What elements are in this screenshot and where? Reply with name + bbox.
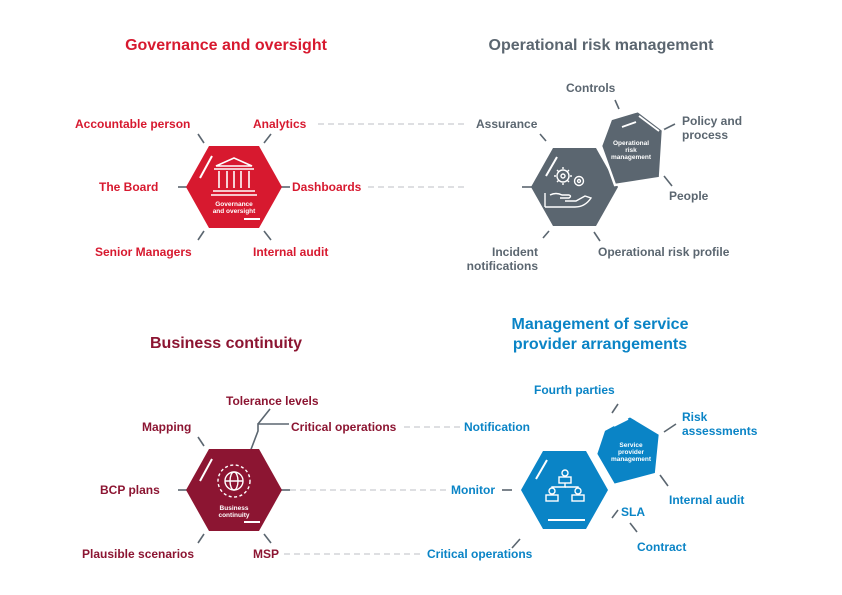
operational-hex-label: Operational risk management (610, 140, 652, 161)
label-operational-risk-profile: Operational risk profile (598, 245, 730, 259)
label-policy-process: Policy and process (682, 114, 743, 142)
label-critical-operations-sp: Critical operations (427, 547, 533, 561)
gears-hand-icon (544, 167, 593, 208)
label-analytics: Analytics (253, 117, 307, 131)
label-contract: Contract (637, 540, 687, 554)
governance-hexagon (178, 133, 290, 241)
label-internal-audit-gov: Internal audit (253, 245, 329, 259)
label-assurance: Assurance (476, 117, 538, 131)
continuity-title: Business continuity (149, 335, 303, 352)
label-controls: Controls (566, 81, 616, 95)
service-hexagons (502, 403, 677, 549)
label-people: People (669, 189, 709, 203)
bank-icon (211, 157, 257, 196)
label-incident-notifications: Incident notifications (466, 245, 538, 273)
operational-hexagons (522, 99, 676, 242)
label-internal-audit-sp: Internal audit (669, 493, 745, 507)
continuity-hexagon (178, 408, 290, 544)
service-title: Management of service provider arrangeme… (511, 316, 689, 353)
label-notification: Notification (464, 420, 530, 434)
continuity-hex-label: Business continuity (218, 505, 250, 519)
label-risk-assessments: Risk assessments (682, 410, 758, 438)
label-msp: MSP (253, 547, 280, 561)
label-fourth-parties: Fourth parties (534, 383, 615, 397)
label-critical-operations-bc: Critical operations (291, 420, 397, 434)
service-hex-label: Service provider management (610, 442, 652, 463)
label-bcp-plans: BCP plans (100, 483, 160, 497)
label-senior-managers: Senior Managers (95, 245, 192, 259)
label-plausible-scenarios: Plausible scenarios (82, 547, 195, 561)
org-chart-icon (545, 469, 585, 502)
label-accountable-person: Accountable person (75, 117, 191, 131)
governance-title: Governance and oversight (125, 37, 327, 54)
operational-title: Operational risk management (488, 37, 714, 54)
globe-cycle-icon (217, 464, 251, 498)
label-sla: SLA (621, 505, 645, 519)
label-dashboards: Dashboards (292, 180, 362, 194)
label-tolerance-levels: Tolerance levels (226, 394, 319, 408)
dashed-connectors (284, 123, 468, 555)
label-the-board: The Board (99, 180, 159, 194)
label-monitor: Monitor (451, 483, 495, 497)
governance-hex-label: Governance and oversight (212, 201, 256, 215)
label-mapping: Mapping (142, 420, 192, 434)
